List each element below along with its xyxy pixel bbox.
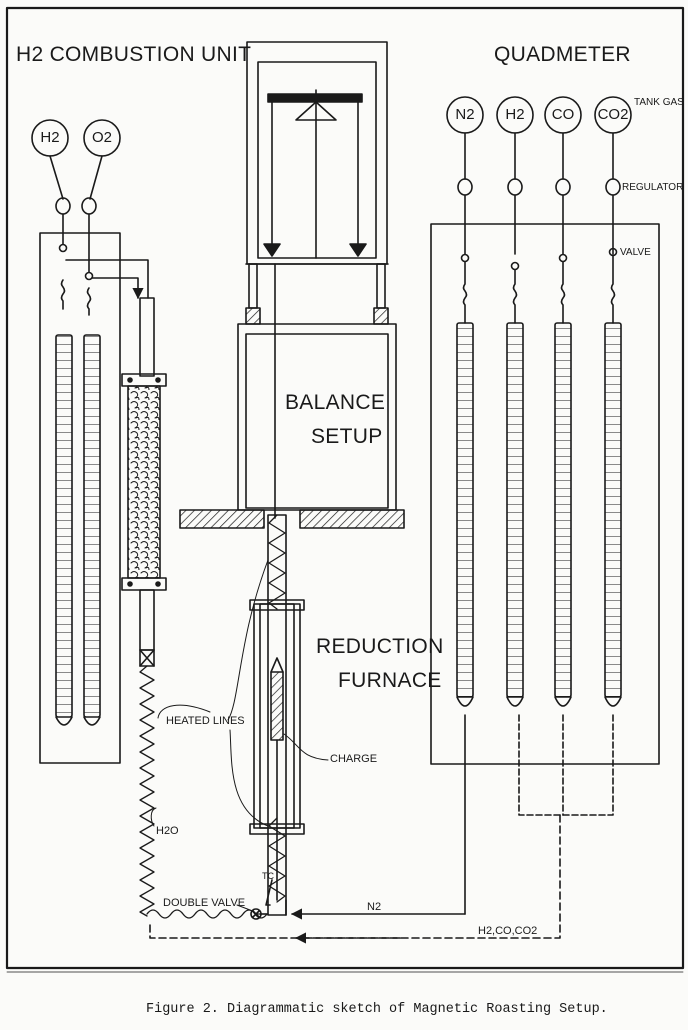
co2-gas-label: CO2 bbox=[597, 106, 629, 123]
o2-regulator bbox=[81, 197, 97, 215]
combustion-unit bbox=[31, 119, 149, 764]
o2-valve bbox=[84, 271, 94, 281]
quadmeter-title: QUADMETER bbox=[494, 43, 631, 66]
charge-container bbox=[270, 671, 284, 741]
h2-gas-label-q: H2 bbox=[505, 106, 525, 123]
thermocouple-label: TC bbox=[262, 871, 274, 881]
mix-line-label: H2,CO,CO2 bbox=[478, 925, 538, 937]
h2-flow-tube bbox=[55, 334, 73, 718]
water-label: H2O bbox=[156, 825, 179, 837]
balance-label-line1: BALANCE bbox=[285, 391, 386, 414]
combustion-panel bbox=[39, 232, 121, 764]
charge-label: CHARGE bbox=[330, 753, 378, 765]
o2-gas-label: O2 bbox=[91, 129, 112, 146]
n2-flow-tube bbox=[456, 322, 474, 698]
double-valve-label: DOUBLE VALVE bbox=[163, 897, 246, 909]
outer-frame bbox=[5, 6, 685, 970]
valve-label: VALVE bbox=[620, 247, 651, 258]
o2-flow-tube bbox=[83, 334, 101, 718]
h2-flow-tube-q bbox=[506, 322, 524, 698]
furnace-label-line2: FURNACE bbox=[338, 669, 442, 692]
furnace-label-line1: REDUCTION bbox=[316, 635, 444, 658]
n2-gas-label: N2 bbox=[455, 106, 475, 123]
h2-regulator bbox=[55, 197, 71, 215]
h2-gas-label: H2 bbox=[40, 129, 60, 146]
quadmeter-panel bbox=[430, 223, 660, 765]
co-flow-tube bbox=[554, 322, 572, 698]
co-gas-label: CO bbox=[551, 106, 575, 123]
balance-case bbox=[246, 41, 388, 265]
right-shelf bbox=[299, 509, 405, 529]
quadmeter bbox=[149, 96, 660, 939]
left-shelf bbox=[179, 509, 265, 529]
balance-setup bbox=[179, 41, 405, 529]
combustion-unit-title: H2 COMBUSTION UNIT bbox=[16, 43, 252, 66]
combustion-column bbox=[121, 297, 167, 667]
co2-flow-tube bbox=[604, 322, 622, 698]
tank-gas-label: TANK GAS bbox=[634, 97, 684, 108]
balance-frame bbox=[237, 323, 397, 511]
furnace-tube bbox=[267, 514, 287, 916]
column-packing bbox=[127, 385, 161, 579]
h2-valve bbox=[58, 243, 68, 253]
balance-label-line2: SETUP bbox=[311, 425, 383, 448]
reduction-furnace bbox=[249, 514, 329, 916]
feed-lines bbox=[150, 807, 466, 944]
regulator-label: REGULATOR bbox=[622, 182, 684, 193]
figure-caption: Figure 2. Diagrammatic sketch of Magneti… bbox=[146, 1002, 608, 1017]
heated-lines-label: HEATED LINES bbox=[166, 715, 245, 727]
n2-line-label: N2 bbox=[367, 901, 382, 913]
